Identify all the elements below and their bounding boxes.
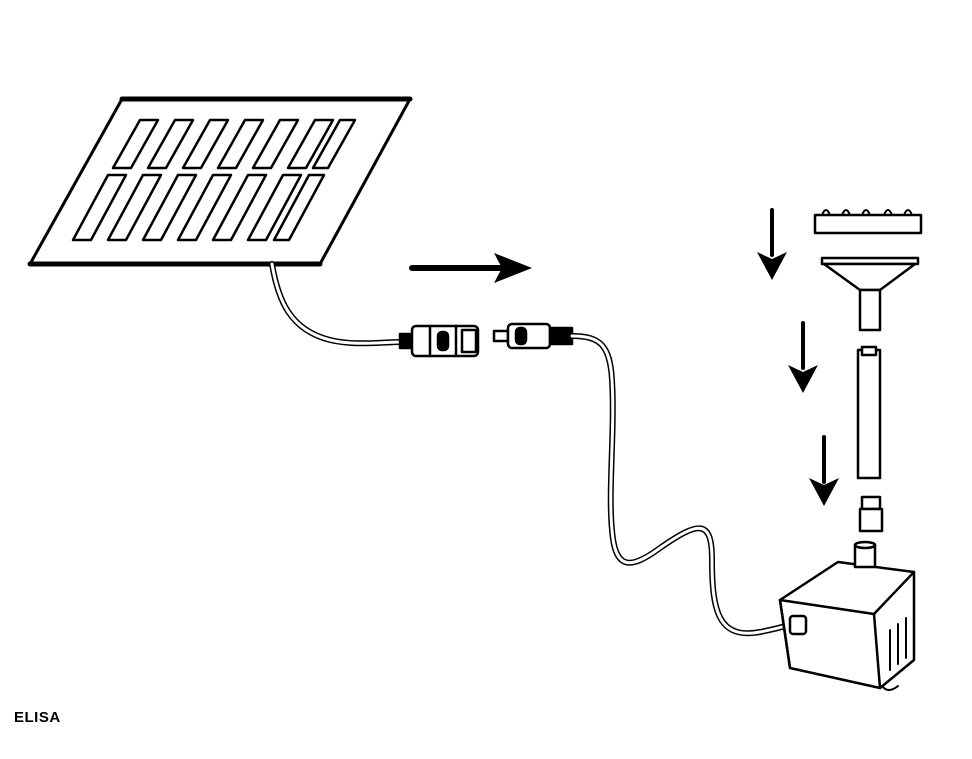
outlet-adapter bbox=[858, 495, 884, 533]
fountain-pump bbox=[778, 540, 916, 691]
down-arrow-icon bbox=[757, 208, 787, 280]
down-arrow-icon bbox=[809, 435, 839, 506]
extension-tube bbox=[856, 345, 882, 480]
solar-cells bbox=[71, 118, 357, 242]
funnel-adapter bbox=[820, 256, 920, 332]
solar-panel bbox=[27, 96, 413, 267]
panel-cable bbox=[269, 261, 407, 347]
female-connector bbox=[398, 324, 480, 358]
male-connector bbox=[492, 322, 574, 350]
spray-nozzle-head bbox=[813, 209, 923, 235]
down-arrow-icon bbox=[788, 321, 818, 393]
connect-arrow-icon bbox=[409, 253, 532, 283]
credit-label: ELISA bbox=[14, 709, 61, 726]
pump-cable bbox=[569, 333, 803, 637]
